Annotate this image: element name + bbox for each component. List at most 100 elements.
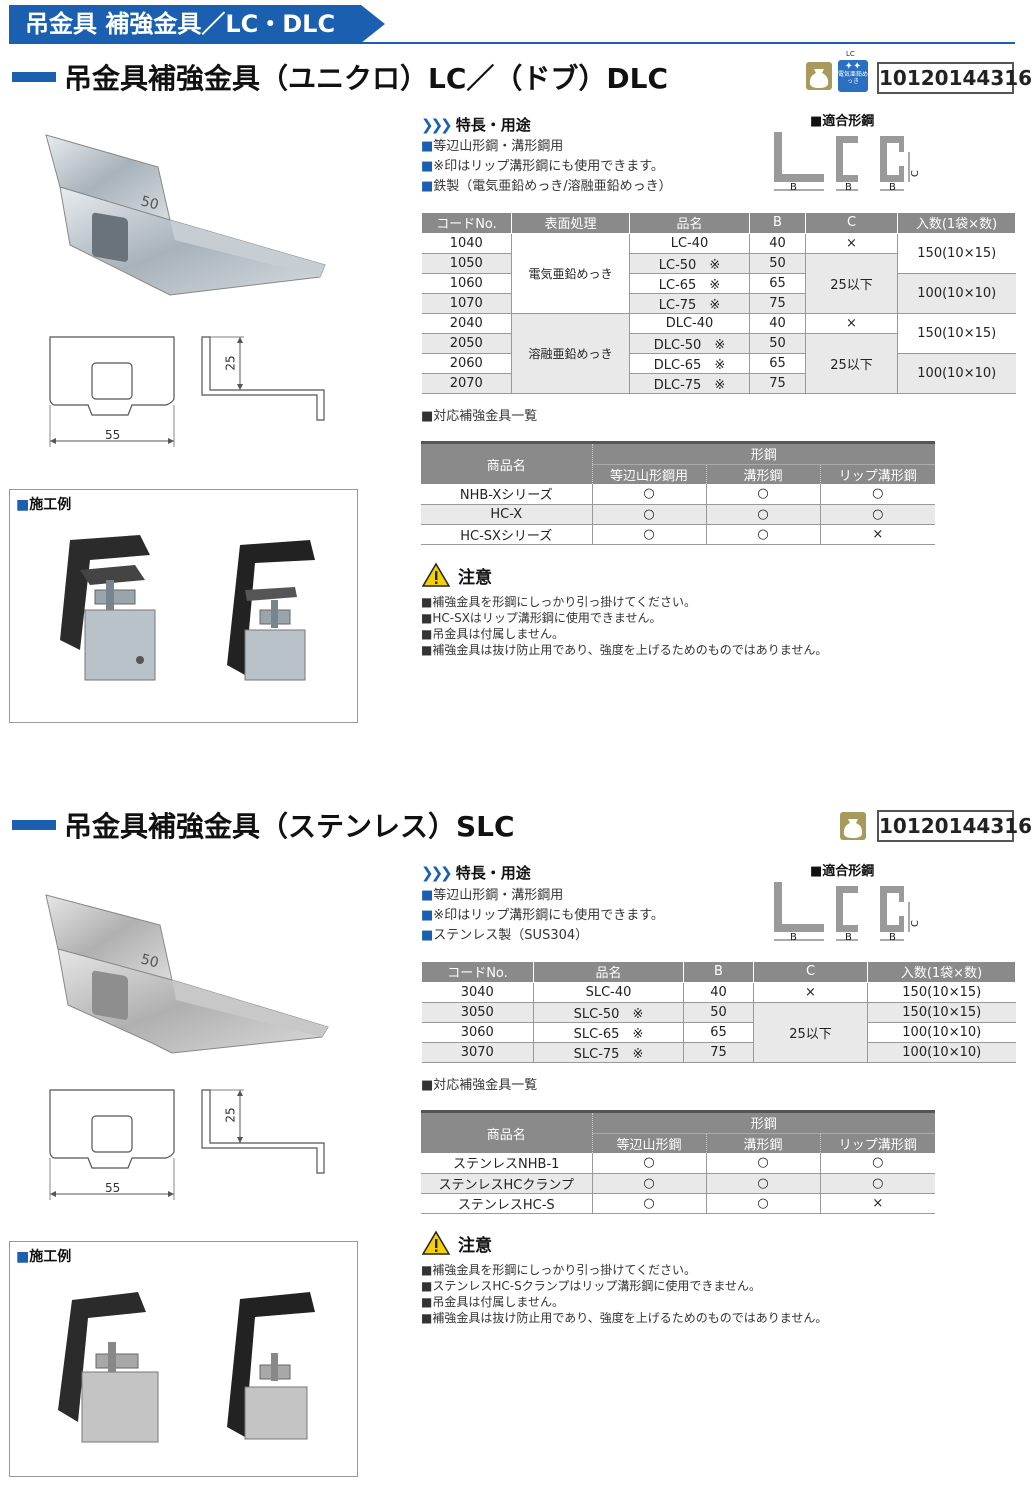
table-row: 3070 SLC-75 ※ 75 100(10×10) (421, 1042, 1016, 1063)
col-channel: 溝形鋼 (705, 464, 820, 484)
col-lip-channel: リップ溝形鋼 (819, 1133, 936, 1153)
table-row: 3040 SLC-40 40 × 150(10×15) (421, 982, 1016, 1003)
table-row: HC-SXシリーズ ○ ○ × (421, 524, 936, 545)
compat-table-topline (421, 441, 935, 444)
cell-product: ステンレスNHB-1 (421, 1153, 592, 1174)
width-dimension: 55 (105, 428, 121, 442)
spec-header-row: コードNo. 表面処理 品名 B C 入数(1袋×数) (421, 213, 1016, 234)
fit-label-b: B (845, 182, 852, 193)
cell-code: 3070 (421, 1042, 534, 1063)
caution-list: ■補強金具を形鋼にしっかり引っ掛けてください。 ■ステンレスHC-Sクランプはリ… (421, 1262, 827, 1326)
table-row: 2070 DLC-75 ※ 75 (421, 373, 1016, 394)
example-photo-1 (58, 1292, 159, 1443)
feature-text: 等辺山形鋼・溝形鋼用 (433, 888, 564, 903)
features-list: ■等辺山形鋼・溝形鋼用 ■※印はリップ溝形鋼にも使用できます。 ■鉄製（電気亜鉛… (421, 137, 672, 197)
caution-item: ■吊金具は付属しません。 (421, 1295, 564, 1309)
col-angle: 等辺山形鋼 (591, 1133, 706, 1153)
feature-text: ※印はリップ溝形鋼にも使用できます。 (433, 908, 664, 923)
cell-c: 25以下 (805, 333, 898, 394)
col-name: 品名 (533, 962, 684, 983)
caution-item: ■補強金具を形鋼にしっかり引っ掛けてください。 (421, 1263, 696, 1277)
fit-steel-heading: ■適合形鋼 (810, 864, 875, 879)
cell-mark: ○ (591, 484, 706, 505)
feature-item: ■※印はリップ溝形鋼にも使用できます。 (421, 159, 664, 174)
table-row: ステンレスHCクランプ ○ ○ ○ (421, 1173, 936, 1194)
feature-item: ■等辺山形鋼・溝形鋼用 (421, 888, 564, 903)
warning-icon (421, 562, 451, 588)
cell-b: 75 (683, 1042, 754, 1063)
col-code: コードNo. (421, 213, 512, 234)
cell-product: ステンレスHC-S (421, 1193, 592, 1214)
cell-mark: ○ (705, 1173, 820, 1194)
col-code: コードNo. (421, 962, 534, 983)
cell-mark: ○ (819, 1173, 936, 1194)
features-heading-text: 特長・用途 (455, 864, 531, 882)
example-heading-text: 施工例 (29, 1249, 72, 1265)
cell-b: 40 (683, 982, 754, 1003)
cell-code: 1060 (421, 273, 512, 294)
cell-code: 2060 (421, 353, 512, 374)
cell-qty: 150(10×15) (867, 982, 1016, 1003)
cell-b: 50 (749, 333, 806, 354)
fit-label-c: C (909, 920, 921, 927)
cell-qty: 100(10×10) (897, 273, 1016, 314)
installation-example-box: ■施工例 (9, 489, 358, 723)
fit-label-b: B (889, 182, 896, 193)
table-row: 3060 SLC-65 ※ 65 100(10×10) (421, 1022, 1016, 1043)
warning-icon (421, 1230, 451, 1256)
cell-code: 3040 (421, 982, 534, 1003)
side-view-drawing (192, 1088, 332, 1178)
cell-mark: ○ (591, 504, 706, 525)
cell-code: 2040 (421, 313, 512, 334)
feature-item: ■※印はリップ溝形鋼にも使用できます。 (421, 908, 664, 923)
fit-label-c: C (909, 170, 921, 177)
cell-product: HC-SXシリーズ (421, 524, 592, 545)
fit-steel-heading: ■適合形鋼 (810, 114, 875, 129)
cell-qty: 100(10×10) (867, 1022, 1016, 1043)
table-row: ステンレスHC-S ○ ○ × (421, 1193, 936, 1214)
table-row: 1060 LC-65 ※ 65 100(10×10) (421, 273, 1016, 314)
cell-b: 75 (749, 373, 806, 394)
example-heading: ■施工例 (16, 1249, 72, 1265)
cell-c: 25以下 (805, 253, 898, 314)
features-heading-text: 特長・用途 (455, 116, 531, 134)
cell-mark: × (819, 524, 936, 545)
bag-icon (806, 62, 832, 90)
category-header: 吊金具 補強金具／LC・DLC (9, 5, 385, 43)
cell-name: SLC-50 ※ (533, 1002, 684, 1023)
cell-name: DLC-75 ※ (629, 373, 750, 394)
col-surface: 表面処理 (511, 213, 630, 234)
col-qty: 入数(1袋×数) (897, 213, 1016, 234)
table-row: 1050 LC-50 ※ 50 25以下 (421, 253, 1016, 314)
part-stamp: 50 (139, 951, 160, 971)
feature-text: 等辺山形鋼・溝形鋼用 (433, 139, 564, 154)
example-heading-text: 施工例 (29, 497, 72, 513)
compat-heading: ■対応補強金具一覧 (421, 409, 538, 424)
cell-code: 2070 (421, 373, 512, 394)
cell-name: SLC-75 ※ (533, 1042, 684, 1063)
compat-heading: ■対応補強金具一覧 (421, 1078, 538, 1093)
spec-table: コードNo. 品名 B C 入数(1袋×数) 3040 SLC-40 40 × … (421, 962, 1016, 1063)
product-code: 10120144316 (877, 62, 1032, 94)
cell-name: LC-75 ※ (629, 293, 750, 314)
cell-qty: 150(10×15) (897, 313, 1016, 354)
title-accent-bar (12, 72, 56, 82)
cell-product: ステンレスHCクランプ (421, 1173, 592, 1194)
cell-name: LC-65 ※ (629, 273, 750, 294)
cell-qty: 150(10×15) (897, 233, 1016, 274)
cell-c: × (753, 982, 868, 1003)
cell-name: DLC-65 ※ (629, 353, 750, 374)
cell-b: 65 (683, 1022, 754, 1043)
col-product: 商品名 (421, 1113, 592, 1153)
feature-text: ステンレス製（SUS304） (433, 928, 589, 943)
col-angle: 等辺山形鋼用 (591, 464, 706, 484)
product-code: 10120144316 (877, 810, 1032, 842)
cell-code: 1050 (421, 253, 512, 274)
cell-b: 65 (749, 273, 806, 294)
front-view-drawing (40, 1088, 185, 1203)
cell-qty: 100(10×10) (897, 353, 1016, 394)
feature-text: 鉄製（電気亜鉛めっき/溶融亜鉛めっき） (433, 179, 672, 194)
example-photo-1 (60, 535, 156, 681)
cell-mark: ○ (705, 524, 820, 545)
cell-name: DLC-40 (629, 313, 750, 334)
